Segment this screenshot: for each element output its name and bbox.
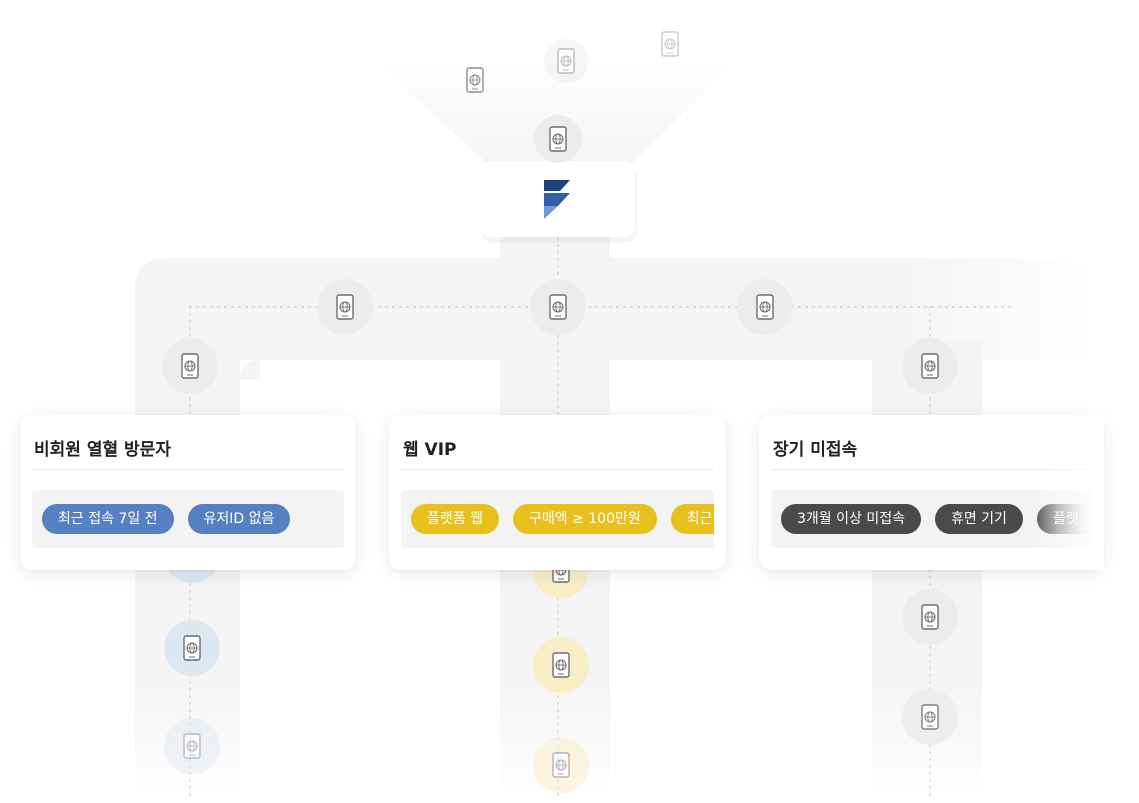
web-device-icon <box>552 752 570 778</box>
web-device-icon <box>466 67 484 93</box>
card-divider <box>401 469 714 470</box>
device-node <box>534 115 582 163</box>
web-device-icon <box>921 704 939 730</box>
condition-tag-row: 플랫폼 웹 구매액 ≥ 100만원 최근 <box>411 504 714 534</box>
segment-title: 비회원 열혈 방문자 <box>34 440 171 460</box>
device-node-bg <box>164 718 220 774</box>
condition-tag-row: 최근 접속 7일 전 유저ID 없음 <box>42 504 291 534</box>
web-device-icon <box>921 353 939 379</box>
condition-tag-row: 3개월 이상 미접속 휴면 기기 플랫 <box>781 504 1092 534</box>
segment-card-web-vip[interactable]: 웹 VIP 플랫폼 웹 구매액 ≥ 100만원 최근 <box>389 415 726 570</box>
condition-tag-area: 3개월 이상 미접속 휴면 기기 플랫 <box>771 490 1092 548</box>
web-device-icon <box>661 31 679 57</box>
condition-tag[interactable]: 유저ID 없음 <box>187 504 291 534</box>
condition-tag[interactable]: 구매액 ≥ 100만원 <box>512 504 657 534</box>
device-node <box>317 279 373 335</box>
card-divider <box>771 469 1092 470</box>
web-device-icon <box>557 48 575 74</box>
device-node <box>902 338 958 394</box>
condition-tag[interactable]: 최근 <box>670 504 714 534</box>
device-node <box>737 279 793 335</box>
condition-tag-area: 플랫폼 웹 구매액 ≥ 100만원 최근 <box>401 490 714 548</box>
segment-title: 웹 VIP <box>403 440 457 460</box>
segment-card-guest-visitor[interactable]: 비회원 열혈 방문자 최근 접속 7일 전 유저ID 없음 <box>20 415 356 570</box>
brand-logo-node <box>479 161 637 243</box>
condition-tag-area: 최근 접속 7일 전 유저ID 없음 <box>32 490 344 548</box>
web-device-icon <box>756 294 774 320</box>
condition-tag[interactable]: 휴면 기기 <box>934 504 1023 534</box>
condition-tag[interactable]: 최근 접속 7일 전 <box>42 504 174 534</box>
condition-tag[interactable]: 플랫폼 웹 <box>411 504 499 534</box>
device-node <box>902 589 958 645</box>
web-device-icon <box>549 294 567 320</box>
device-node-bg <box>544 39 588 83</box>
segment-card-long-inactive[interactable]: 장기 미접속 3개월 이상 미접속 휴면 기기 플랫 <box>759 415 1104 570</box>
web-device-icon <box>549 126 567 152</box>
card-divider <box>32 469 344 470</box>
web-device-icon <box>552 652 570 678</box>
device-node <box>466 67 484 93</box>
web-device-icon <box>336 294 354 320</box>
web-device-icon <box>921 604 939 630</box>
web-device-icon <box>181 353 199 379</box>
device-node <box>164 620 220 676</box>
device-node <box>164 718 220 774</box>
device-node <box>544 39 588 83</box>
device-node <box>162 338 218 394</box>
web-device-icon <box>183 733 201 759</box>
device-node <box>533 737 589 793</box>
device-node <box>661 31 679 57</box>
device-node <box>533 637 589 693</box>
web-device-icon <box>183 635 201 661</box>
segment-title: 장기 미접속 <box>773 440 858 460</box>
condition-tag[interactable]: 플랫 <box>1036 504 1092 534</box>
device-node <box>902 689 958 745</box>
brand-logo-icon <box>544 180 570 219</box>
condition-tag[interactable]: 3개월 이상 미접속 <box>781 504 921 534</box>
device-node <box>530 279 586 335</box>
